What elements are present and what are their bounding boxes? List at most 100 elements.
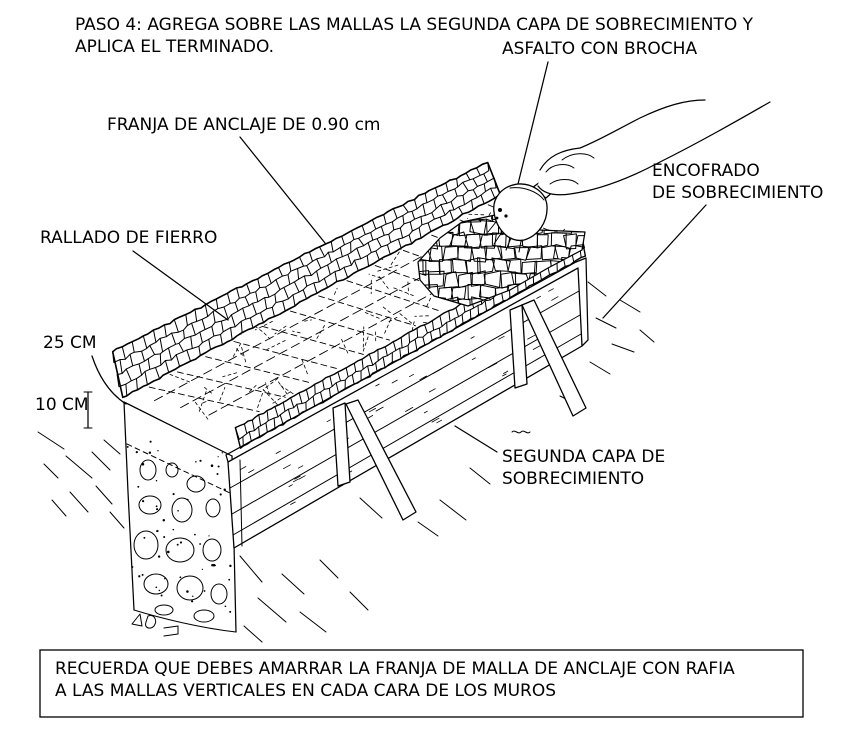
concrete-crack-line [202, 399, 210, 404]
mesh-strip-joint-line [144, 370, 148, 386]
mesh-strip-joint-line [414, 199, 418, 210]
concrete-aggregate-dot [194, 533, 196, 536]
wood-grain-mark [326, 419, 331, 423]
reminder-note-box [39, 649, 804, 718]
mesh-strip-joint-line [129, 353, 134, 367]
concrete-crack-line [254, 320, 273, 331]
concrete-crack-line [265, 339, 288, 351]
stone-band-joint-line [455, 307, 459, 318]
concrete-aggregate-dot [157, 555, 161, 558]
mesh-strip-joint-line [392, 208, 398, 219]
rebar-grid-line [205, 356, 312, 384]
concrete-aggregate-dot [158, 589, 161, 592]
stone-band-joint-line [314, 383, 316, 395]
concrete-aggregate-dot [126, 445, 129, 448]
stone-band-joint-line [258, 414, 262, 427]
mesh-strip-joint-line [265, 286, 270, 298]
stone-band-joint-line [266, 410, 269, 422]
rallado-leader [132, 250, 229, 321]
concrete-stone-cell [575, 214, 585, 220]
mesh-strip-joint-line [309, 251, 313, 262]
mesh-strip-joint-line [293, 281, 300, 293]
rebar-grid-line [289, 310, 390, 341]
thumb-line [561, 153, 595, 161]
concrete-aggregate-dot [160, 594, 163, 597]
stone-band-joint-line [296, 403, 300, 416]
mesh-strip-joint-line [155, 367, 161, 380]
mesh-strip-joint-line [249, 317, 254, 329]
mesh-strip-joint-line [159, 337, 164, 353]
arm-upper-outline [539, 99, 706, 171]
concrete-aggregate-dot [155, 505, 158, 508]
ground-line [439, 499, 467, 521]
concrete-crack-line [368, 273, 382, 279]
concrete-aggregate-dot [212, 563, 216, 567]
ground-line [299, 611, 327, 633]
mesh-strip-joint-line [234, 302, 239, 312]
mesh-strip-joint-line [299, 256, 305, 267]
concrete-aggregate-dot [191, 600, 194, 603]
foundation-stone [171, 497, 193, 523]
stone-band-joint-line [274, 406, 279, 418]
ground-line [95, 485, 113, 505]
segunda-capa-leader [454, 425, 498, 453]
stone-band-joint-line [353, 362, 357, 373]
stone-band-joint-line [351, 374, 355, 385]
stone-band-joint-line [424, 324, 428, 334]
mesh-strip-joint-line [435, 187, 439, 197]
mesh-strip-joint-line [186, 349, 191, 362]
concrete-aggregate-dot [210, 464, 214, 467]
stone-band-end-line [234, 426, 242, 449]
wood-grain-mark [294, 475, 301, 480]
stone-band-joint-line [571, 254, 575, 263]
label-dimension-25: 25 CM [43, 333, 97, 353]
finger-line [549, 179, 579, 185]
mesh-strip-joint-line [343, 266, 349, 279]
mesh-strip-joint-line [153, 329, 157, 343]
mesh-strip-joint-line [483, 183, 486, 192]
concrete-aggregate-dot [156, 530, 159, 533]
wall-end-face-fill [124, 402, 236, 632]
rebar-grid-line [261, 325, 364, 355]
brush-bristle [505, 237, 512, 251]
wood-grain-mark [551, 296, 559, 301]
mesh-strip-joint-line [445, 182, 449, 192]
mesh-strip-joint-line [138, 363, 143, 376]
mesh-strip-joint-line [424, 192, 428, 204]
wood-grain-mark [297, 465, 304, 469]
ground-line [43, 463, 59, 479]
ground-line [243, 625, 263, 643]
stone-band-joint-line [392, 341, 397, 351]
concrete-stone-cell [583, 221, 585, 237]
mesh-strip-joint-line [462, 195, 465, 206]
asfalto-leader [517, 61, 549, 185]
mesh-strip-joint-line [433, 198, 437, 210]
concrete-aggregate-dot [172, 493, 175, 496]
mesh-strip-joint-line [240, 320, 243, 334]
mesh-strip-joint-line [420, 216, 423, 226]
concrete-aggregate-dot [188, 417, 191, 420]
concrete-stone-cell [578, 283, 585, 302]
mesh-strip-joint-line [450, 201, 455, 211]
wood-grain-mark [548, 288, 554, 292]
mesh-strip-joint-line [141, 350, 145, 362]
stone-band-joint-line [399, 347, 402, 360]
mesh-strip-joint-line [476, 167, 481, 176]
concrete-stone-cell [575, 235, 585, 250]
concrete-aggregate-dot [224, 605, 227, 608]
ground-line [349, 591, 369, 611]
mesh-strip-joint-line [236, 287, 240, 299]
concrete-crack-line [315, 325, 325, 341]
left-stake-post [332, 402, 351, 487]
mesh-strip-joint-line [449, 209, 454, 222]
formwork-board-end [239, 459, 243, 547]
mesh-strip-joint-line [168, 347, 172, 361]
mesh-strip-joint-line [183, 329, 185, 339]
wood-grain-mark [375, 383, 380, 387]
ground-line [417, 521, 439, 537]
ground-line [611, 343, 635, 353]
formwork-top-edge-inner [225, 454, 229, 463]
wood-grain-mark [471, 357, 476, 361]
label-asfalto: ASFALTO CON BROCHA [502, 39, 697, 59]
mesh-strip-joint-line [275, 279, 281, 291]
